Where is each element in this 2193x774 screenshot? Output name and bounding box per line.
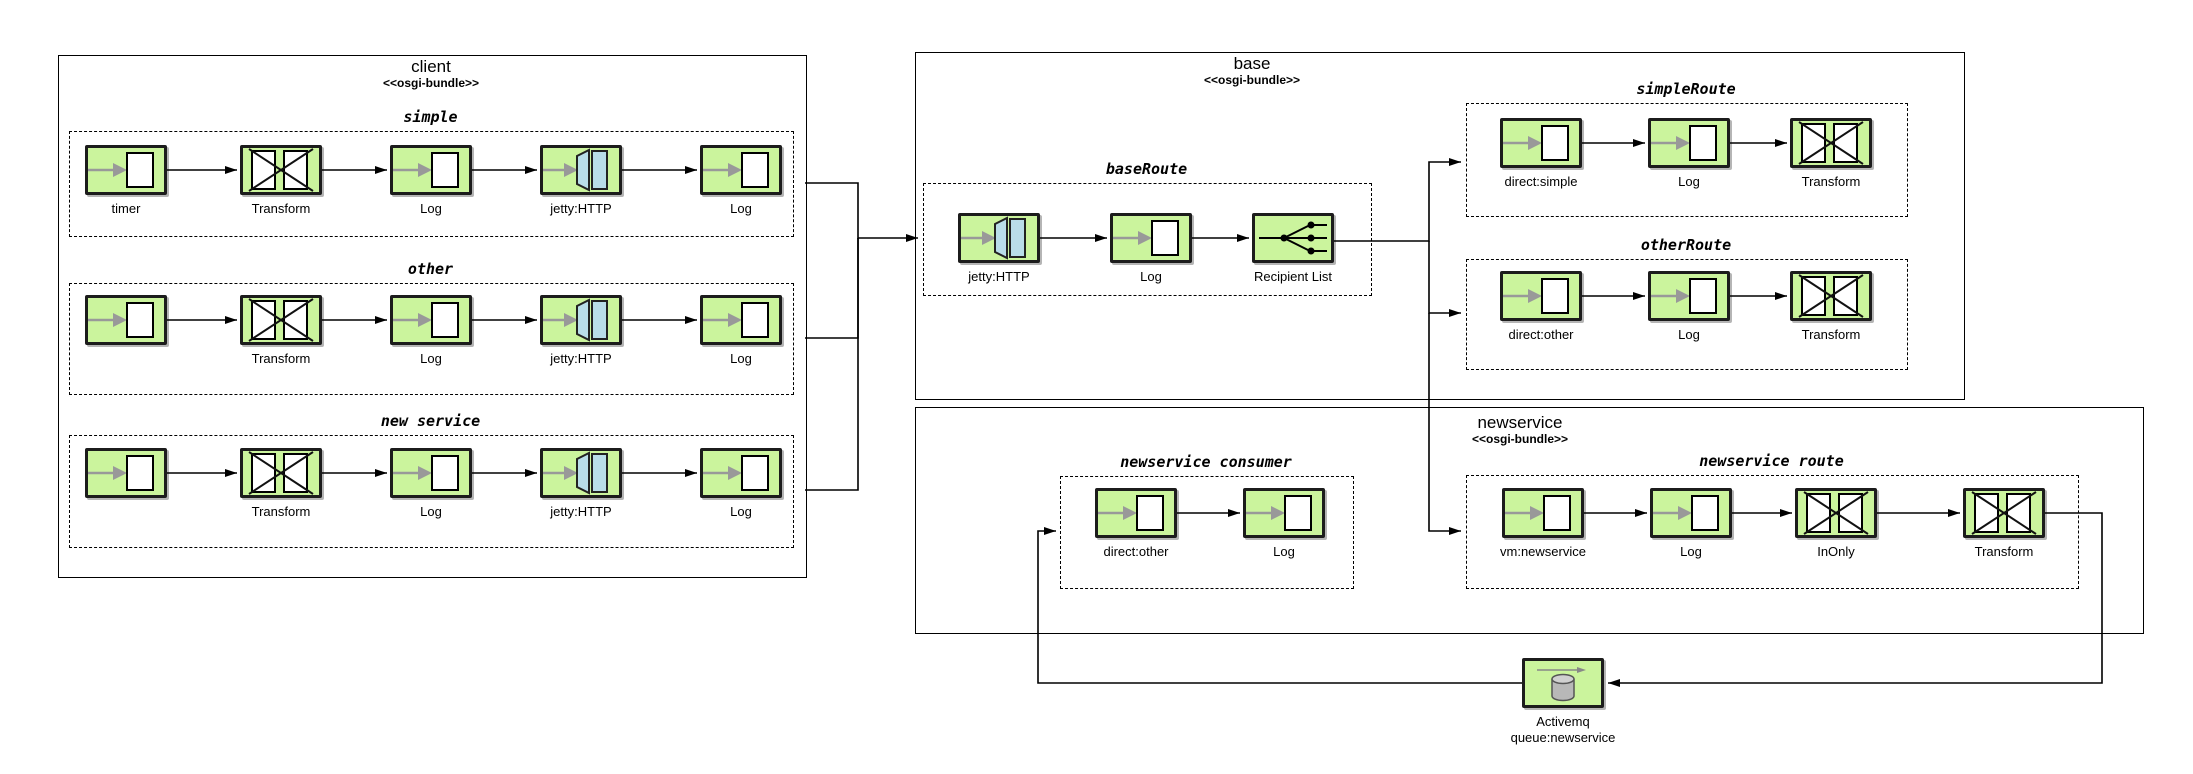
node-br2-log[interactable] [1110, 213, 1192, 263]
node-nc2-log[interactable] [1243, 488, 1325, 538]
route-box-new-service [69, 435, 794, 548]
node-label-co3: Log [420, 351, 442, 366]
node-label-cn5: Log [730, 504, 752, 519]
route-label-otherRoute: otherRoute [1640, 236, 1732, 254]
node-label-br1: jetty:HTTP [968, 269, 1030, 284]
node-label-cs1: timer [111, 201, 141, 216]
bundle-name-base: base [1233, 54, 1271, 73]
node-cn4-jetty-http[interactable] [540, 448, 622, 498]
node-label-br3: Recipient List [1253, 269, 1333, 284]
node-amq-activemq[interactable] [1522, 658, 1604, 708]
node-nr2-log[interactable] [1650, 488, 1732, 538]
node-co4-jetty-http[interactable] [540, 295, 622, 345]
node-nr3-inonly[interactable] [1795, 488, 1877, 538]
node-cs3-log[interactable] [390, 145, 472, 195]
bundle-title-client: client<<osgi-bundle>> [271, 57, 591, 90]
node-label-nr3: InOnly [1817, 544, 1855, 559]
bundle-title-base: base<<osgi-bundle>> [1092, 54, 1412, 87]
node-label-co2: Transform [251, 351, 311, 366]
route-label-simple: simple [403, 108, 458, 126]
node-sr2-log[interactable] [1648, 118, 1730, 168]
node-br3-recipient-list[interactable] [1252, 213, 1334, 263]
route-label-newservice-consumer: newservice consumer [1120, 453, 1292, 471]
node-label-cs5: Log [730, 201, 752, 216]
node-label-nr4: Transform [1974, 544, 2034, 559]
node-co5-log[interactable] [700, 295, 782, 345]
node-br1-jetty-http[interactable] [958, 213, 1040, 263]
node-sr3-transform[interactable] [1790, 118, 1872, 168]
node-sr1-direct-simple[interactable] [1500, 118, 1582, 168]
node-cn5-log[interactable] [700, 448, 782, 498]
node-cs2-transform[interactable] [240, 145, 322, 195]
bundle-name-client: client [411, 57, 451, 76]
node-label-sr1: direct:simple [1504, 174, 1578, 189]
route-box-simple [69, 131, 794, 237]
node-co1[interactable] [85, 295, 167, 345]
node-co3-log[interactable] [390, 295, 472, 345]
route-label-newservice-route: newservice route [1699, 452, 1844, 470]
node-cn1[interactable] [85, 448, 167, 498]
node-label-sr2: Log [1678, 174, 1700, 189]
bundle-stereotype-newservice: <<osgi-bundle>> [1471, 431, 1569, 446]
route-label-baseRoute: baseRoute [1105, 160, 1188, 178]
node-label-or1: direct:other [1508, 327, 1574, 342]
node-sublabel-amq: queue:newservice [1510, 730, 1616, 745]
node-or2-log[interactable] [1648, 271, 1730, 321]
node-or3-transform[interactable] [1790, 271, 1872, 321]
node-cn3-log[interactable] [390, 448, 472, 498]
node-cs1-timer[interactable] [85, 145, 167, 195]
node-label-cs3: Log [420, 201, 442, 216]
node-label-nr1: vm:newservice [1500, 544, 1586, 559]
node-label-cn2: Transform [251, 504, 311, 519]
node-label-co4: jetty:HTTP [550, 351, 612, 366]
route-label-new-service: new service [380, 412, 481, 430]
node-label-amq: Activemq [1536, 714, 1590, 729]
bundle-title-newservice: newservice<<osgi-bundle>> [1360, 413, 1680, 446]
node-nc1-direct-other[interactable] [1095, 488, 1177, 538]
bundle-stereotype-base: <<osgi-bundle>> [1203, 72, 1301, 87]
node-label-co5: Log [730, 351, 752, 366]
node-label-nc2: Log [1273, 544, 1295, 559]
route-box-simpleRoute [1466, 103, 1908, 217]
node-label-or2: Log [1678, 327, 1700, 342]
edge-route:other-to-route:baseRoute [805, 238, 859, 339]
node-label-cn4: jetty:HTTP [550, 504, 612, 519]
node-co2-transform[interactable] [240, 295, 322, 345]
node-cs4-jetty-http[interactable] [540, 145, 622, 195]
node-label-cs4: jetty:HTTP [550, 201, 612, 216]
route-label-other: other [407, 260, 454, 278]
route-box-other [69, 283, 794, 395]
node-label-br2: Log [1140, 269, 1162, 284]
node-label-cn3: Log [420, 504, 442, 519]
bundle-name-newservice: newservice [1477, 413, 1563, 432]
node-or1-direct-other[interactable] [1500, 271, 1582, 321]
route-box-otherRoute [1466, 259, 1908, 370]
node-label-sr3: Transform [1801, 174, 1861, 189]
node-nr4-transform[interactable] [1963, 488, 2045, 538]
node-label-nc1: direct:other [1103, 544, 1169, 559]
node-nr1-vm-newservice[interactable] [1502, 488, 1584, 538]
node-cn2-transform[interactable] [240, 448, 322, 498]
node-cs5-log[interactable] [700, 145, 782, 195]
node-label-cs2: Transform [251, 201, 311, 216]
bundle-box-newservice [915, 407, 2144, 634]
route-label-simpleRoute: simpleRoute [1636, 80, 1736, 98]
bundle-stereotype-client: <<osgi-bundle>> [382, 75, 480, 90]
node-label-or3: Transform [1801, 327, 1861, 342]
